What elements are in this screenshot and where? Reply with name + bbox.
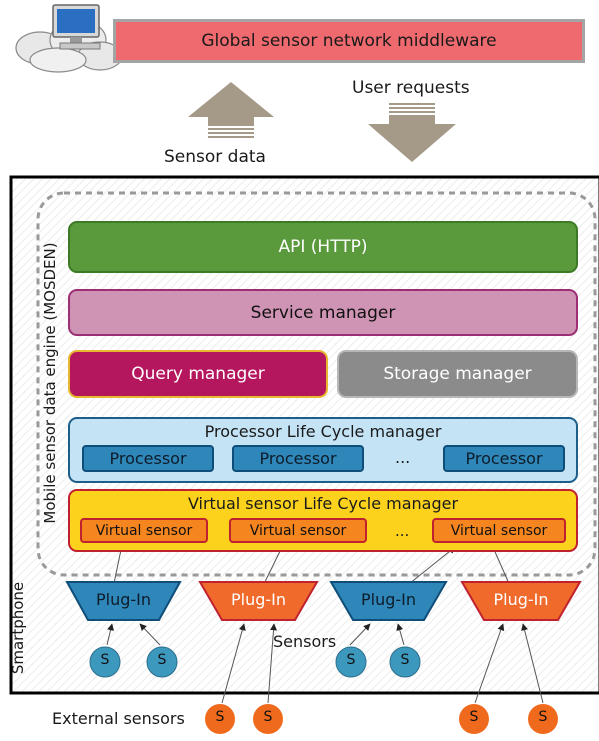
virtual-sensor-2: Virtual sensor [229,518,367,543]
plugin-2 [198,581,319,621]
processor-3: Processor [443,445,565,472]
sensor-data-label: Sensor data [164,147,266,167]
external-sensor-1 [205,704,235,734]
plugin-4 [460,581,582,621]
internal-sensor-2 [146,646,178,678]
plugin-label-1: Plug-In [95,590,152,609]
internal-sensor-label: S [346,652,356,668]
virtual-sensor-3: Virtual sensor [432,518,566,543]
processor-ellipsis: ... [395,448,411,467]
virtual-sensor-label: Virtual sensor [95,522,193,539]
processor-2: Processor [232,445,364,472]
external-sensor-3 [459,704,489,734]
internal-sensor-label: S [157,652,167,668]
sensor-data-arrow [188,82,274,138]
middleware-label: Global sensor network middleware [201,31,497,51]
storage-manager-layer: Storage manager [337,350,578,398]
internal-sensor-label: S [400,652,410,668]
external-sensor-4 [528,704,558,734]
external-sensor-2 [253,704,283,734]
plugin-1 [65,581,182,621]
processor-label: Processor [465,449,543,468]
external-sensor-label: S [469,709,479,725]
processor-label: Processor [109,449,187,468]
plugin-label-4: Plug-In [493,590,549,609]
virtual-sensor-lcm-label: Virtual sensor Life Cycle manager [187,494,459,513]
virtual-sensor-1: Virtual sensor [80,518,208,543]
service-manager-layer: Service manager [68,289,578,336]
plugin-3 [329,581,448,621]
virtual-sensor-label: Virtual sensor [450,522,548,539]
query-manager-layer: Query manager [68,350,328,398]
plugin-label-3: Plug-In [360,590,417,609]
api-label: API (HTTP) [278,237,368,257]
virtual-sensor-ellipsis: ... [395,522,410,540]
external-sensor-label: S [538,709,548,725]
service-manager-label: Service manager [250,302,396,323]
internal-sensor-label: S [100,652,110,668]
smartphone-label: Smartphone [9,581,27,675]
sensors-label: Sensors [273,632,337,651]
internal-sensor-4 [389,646,421,678]
engine-boundary [36,191,597,577]
external-sensors-label: External sensors [52,709,185,728]
user-requests-label: User requests [352,78,470,98]
external-sensor-label: S [215,709,225,725]
processor-1: Processor [82,445,214,472]
plugin-label-2: Plug-In [230,590,287,609]
cloud-computer-icon [15,4,123,73]
processor-lcm-label: Processor Life Cycle manager [204,422,442,441]
query-manager-label: Query manager [131,364,265,384]
internal-sensor-1 [89,646,121,678]
engine-label: Mobile sensor data engine (MOSDEN) [41,242,59,524]
middleware-banner: Global sensor network middleware [113,19,585,63]
api-layer: API (HTTP) [68,221,578,273]
storage-manager-label: Storage manager [383,364,532,384]
processor-label: Processor [259,449,337,468]
internal-sensor-3 [335,646,367,678]
user-requests-arrow [368,103,456,162]
virtual-sensor-label: Virtual sensor [249,522,347,539]
external-sensor-label: S [263,709,273,725]
